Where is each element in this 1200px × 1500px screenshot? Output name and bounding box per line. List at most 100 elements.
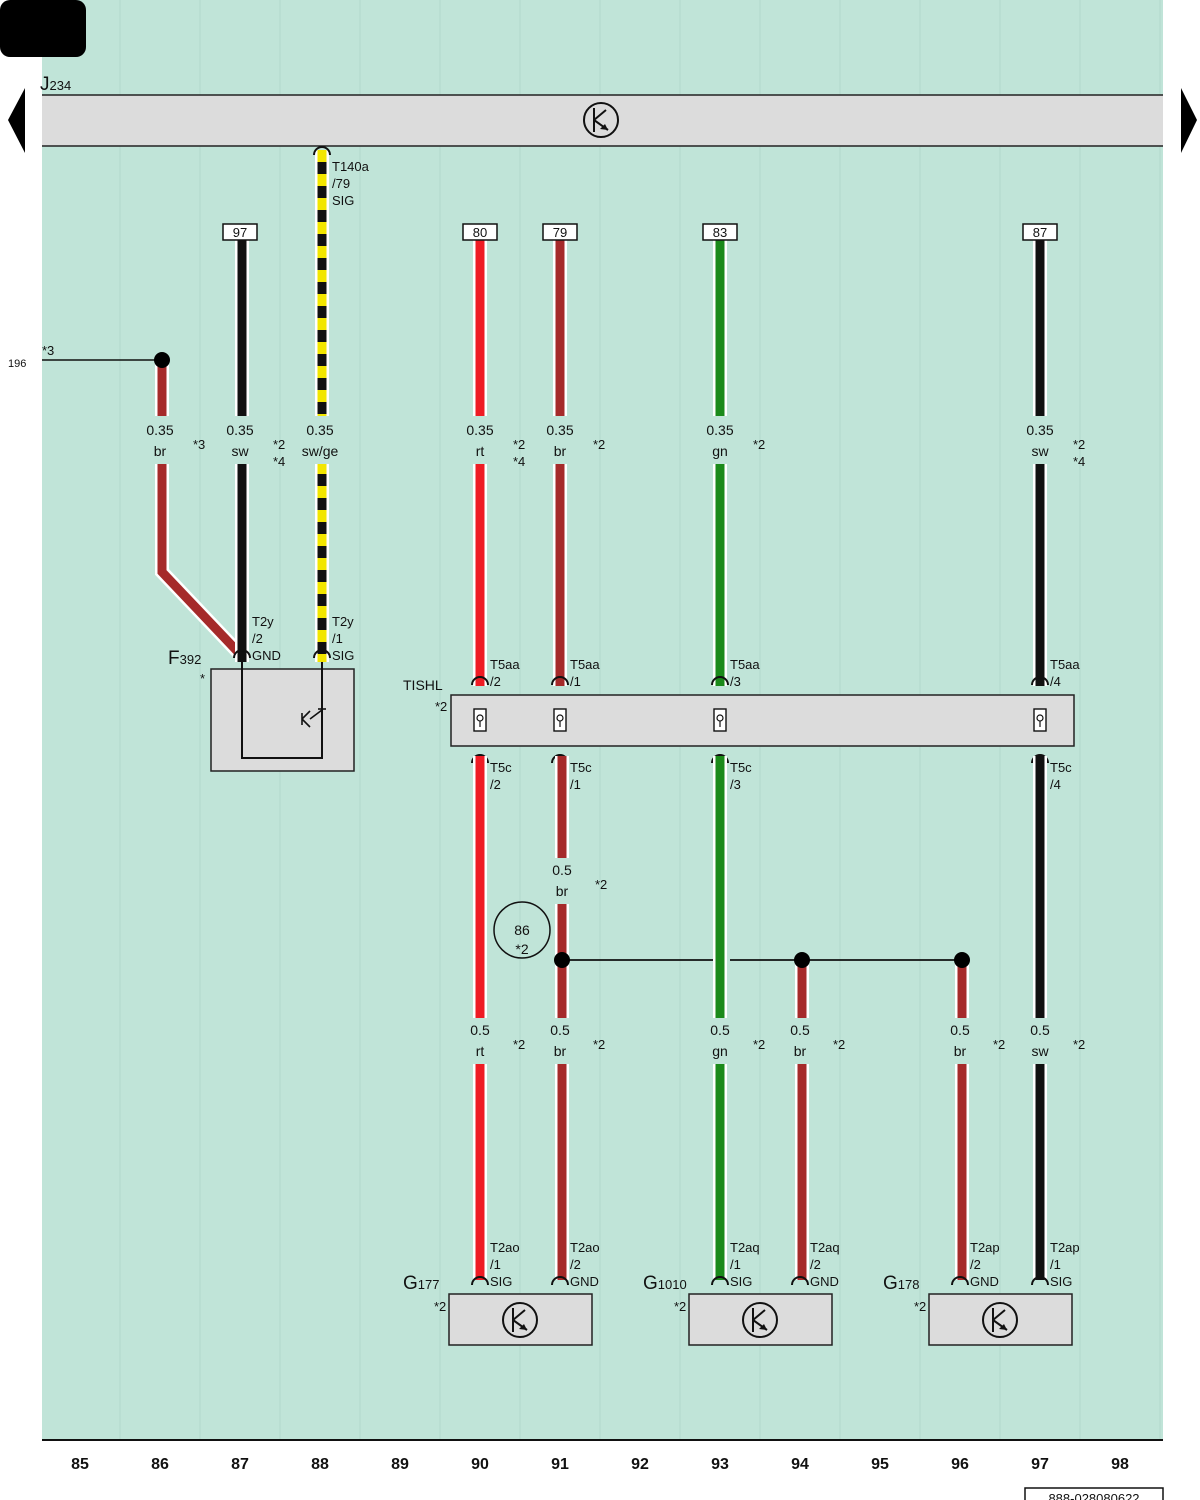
ground-junction-dot-94: [794, 952, 810, 968]
page-ref: 196: [8, 358, 26, 370]
junction-86-marker: [493, 901, 551, 959]
wire-label-91-mid: 0.5br*2: [552, 862, 607, 899]
wire-label-96-lower: 0.5br*2: [950, 1022, 1005, 1059]
pin-label-line: /2: [570, 1257, 581, 1272]
pin-label-line: /2: [970, 1257, 981, 1272]
wire-size: 0.5: [1030, 1022, 1050, 1038]
wire-label-93-lower: 0.5gn*2: [710, 1022, 765, 1059]
pin-label-line: T5c: [1050, 760, 1072, 775]
wire-label-86-upper: 0.35 br *3: [146, 422, 205, 459]
prev-page-arrow-icon[interactable]: [8, 88, 25, 153]
pin-label-line: GND: [252, 648, 281, 663]
wire-color: br: [154, 443, 167, 459]
terminal-icon: [713, 708, 727, 732]
terminal-icon: [553, 708, 567, 732]
ref-box-97: 87: [1022, 223, 1058, 241]
pin-label-line: /2: [490, 777, 501, 792]
wire-size: 0.5: [790, 1022, 810, 1038]
labels-layer: 0.35br*30.35sw*2*40.35sw/ge0.35rt*2*40.3…: [146, 159, 1085, 1289]
column-number: 88: [311, 1456, 329, 1473]
wire-note: *2: [753, 437, 765, 452]
pin-label-line: GND: [570, 1274, 599, 1289]
pin-label-line: T5aa: [570, 657, 600, 672]
wire-color: rt: [476, 1043, 485, 1059]
pin-label-line: /2: [810, 1257, 821, 1272]
sensor-g1010: G1010 *2: [643, 1273, 833, 1346]
f392-note: *: [200, 671, 205, 686]
wire-note: *2: [833, 1037, 845, 1052]
wire-size: 0.35: [1026, 422, 1053, 438]
column-number: 96: [951, 1456, 969, 1473]
pin-label-line: T5c: [730, 760, 752, 775]
pin-label-line: T2ap: [1050, 1240, 1080, 1255]
ref-number: 79: [553, 225, 567, 240]
sensor-arrow-icon: [982, 1302, 1018, 1338]
sensor-note: *2: [674, 1299, 686, 1314]
wire-size: 0.35: [306, 422, 333, 438]
pin-label-line: /1: [1050, 1257, 1061, 1272]
sensor-note: *2: [434, 1299, 446, 1314]
wire-color: br: [554, 443, 567, 459]
ref-number: 80: [473, 225, 487, 240]
tishl-top-pin-93: T5aa/3: [730, 657, 760, 689]
tishl-label: TISHL: [403, 677, 443, 693]
tishl-bottom-pin-91: T5c/1: [570, 760, 592, 792]
tishl-bottom-pin-93: T5c/3: [730, 760, 752, 792]
ref-number: 97: [233, 225, 247, 240]
wire-note: *4: [513, 454, 525, 469]
wire-note: *2: [593, 1037, 605, 1052]
wire-color: sw: [231, 443, 249, 459]
pin-label-line: /3: [730, 777, 741, 792]
column-number: 90: [471, 1456, 489, 1473]
sensor-label: G178: [883, 1273, 919, 1294]
sensor-label: G177: [403, 1273, 439, 1294]
terminal-icon: [473, 708, 487, 732]
pin-label-line: /3: [730, 674, 741, 689]
sensor-label: G1010: [643, 1273, 687, 1294]
junction-86-note: *2: [515, 941, 528, 957]
wires-layer: [144, 146, 1056, 1286]
pin-label-line: /1: [332, 631, 343, 646]
tishl-connector: [450, 694, 1075, 747]
pin-label-line: T2ap: [970, 1240, 1000, 1255]
pin-label-line: /1: [570, 674, 581, 689]
pin-label-line: T5c: [490, 760, 512, 775]
ref-box-91: 79: [542, 223, 578, 241]
wire-color: sw: [1031, 443, 1049, 459]
pin-label-line: T2aq: [730, 1240, 760, 1255]
wire-color: br: [794, 1043, 807, 1059]
wire-size: 0.35: [146, 422, 173, 438]
wire-note: *3: [193, 437, 205, 452]
doc-number: 888-028080622: [1048, 1491, 1139, 1500]
wire-color: gn: [712, 443, 728, 459]
sensor-g177: G177 *2: [403, 1273, 593, 1346]
junction-86-number: 86: [514, 922, 530, 938]
column-number: 95: [871, 1456, 889, 1473]
wire-size: 0.35: [706, 422, 733, 438]
pin-label-line: T2y: [252, 614, 274, 629]
next-page-arrow-icon[interactable]: [1181, 88, 1197, 153]
pin-label-line: /2: [252, 631, 263, 646]
switch-icon: [301, 708, 326, 728]
wire-color: gn: [712, 1043, 728, 1059]
f392-switch: [210, 668, 355, 772]
wire-note: *4: [1073, 454, 1085, 469]
tishl-bottom-pin-97: T5c/4: [1050, 760, 1072, 792]
pin-label-line: /4: [1050, 777, 1061, 792]
tishl-bottom-pin-90: T5c/2: [490, 760, 512, 792]
column-number: 97: [1031, 1456, 1049, 1473]
column-number: 85: [71, 1456, 89, 1473]
pin-label-line: /1: [730, 1257, 741, 1272]
pin-label-line: T5aa: [490, 657, 520, 672]
column-number: 92: [631, 1456, 649, 1473]
ref-box-87: 97: [222, 223, 258, 241]
